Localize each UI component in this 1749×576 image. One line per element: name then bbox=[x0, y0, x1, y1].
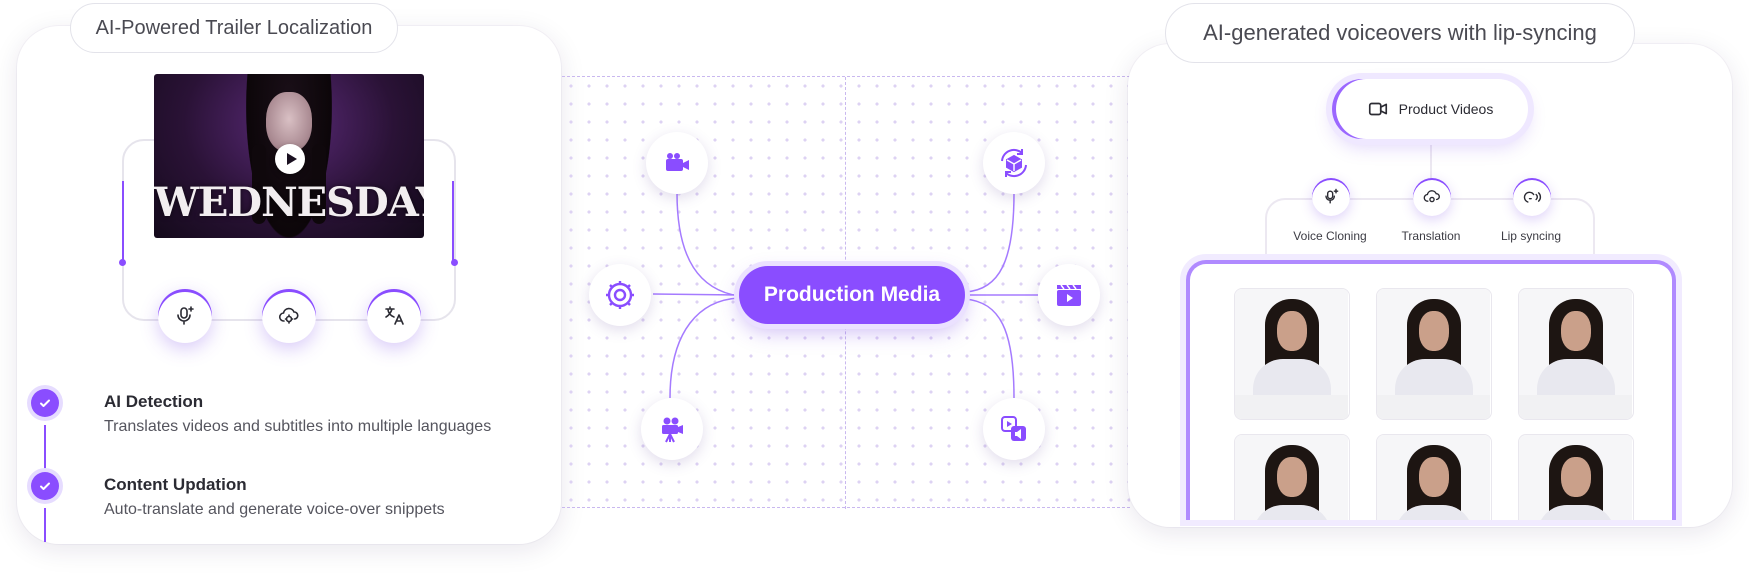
production-media-button[interactable]: Production Media bbox=[739, 266, 965, 324]
check-icon bbox=[31, 389, 59, 417]
check-icon bbox=[31, 472, 59, 500]
step-label-lip-syncing: Lip syncing bbox=[1500, 229, 1562, 243]
voice-clone-icon[interactable] bbox=[1312, 178, 1350, 216]
trailer-localization-title: AI-Powered Trailer Localization bbox=[70, 3, 398, 53]
movie-camera-icon[interactable] bbox=[641, 398, 703, 460]
thumbnail-braid bbox=[252, 144, 266, 224]
product-videos-label: Product Videos bbox=[1398, 101, 1494, 117]
step-label-voice-cloning: Voice Cloning bbox=[1293, 229, 1367, 243]
play-icon[interactable] bbox=[275, 144, 305, 174]
product-videos-pill[interactable]: Product Videos bbox=[1332, 79, 1528, 139]
thumbnail-braid bbox=[312, 144, 326, 224]
avatar-video-thumbnail[interactable] bbox=[1518, 434, 1634, 520]
feature-title: Content Updation bbox=[104, 475, 247, 494]
video-camera-icon bbox=[1368, 102, 1387, 116]
cloud-gear-icon[interactable] bbox=[1413, 178, 1451, 216]
feature-connector bbox=[44, 425, 46, 469]
tree-connector bbox=[1430, 139, 1432, 199]
lip-sync-icon[interactable] bbox=[1513, 178, 1551, 216]
avatar-video-thumbnail[interactable] bbox=[1376, 288, 1492, 420]
avatar-video-thumbnail[interactable] bbox=[1234, 434, 1350, 520]
clapper-play-icon[interactable] bbox=[1038, 264, 1100, 326]
translate-icon[interactable] bbox=[367, 289, 421, 343]
avatar-video-grid bbox=[1186, 260, 1676, 520]
media-megaphone-icon[interactable] bbox=[983, 398, 1045, 460]
step-label-translation: Translation bbox=[1401, 229, 1461, 243]
mic-sparkle-icon[interactable] bbox=[158, 289, 212, 343]
cloud-gear-icon[interactable] bbox=[262, 289, 316, 343]
feature-title: AI Detection bbox=[104, 392, 204, 411]
avatar-video-thumbnail[interactable] bbox=[1518, 288, 1634, 420]
thumbnail-title: WEDNESDAY bbox=[154, 179, 424, 226]
feature-connector bbox=[44, 508, 46, 542]
gear-icon[interactable] bbox=[589, 264, 651, 326]
feature-description: Translates videos and subtitles into mul… bbox=[104, 418, 492, 435]
cube-rotate-icon[interactable] bbox=[983, 132, 1045, 194]
voiceover-lipsync-title: AI-generated voiceovers with lip-syncing bbox=[1165, 3, 1635, 63]
feature-description: Auto-translate and generate voice-over s… bbox=[104, 501, 445, 518]
video-camera-icon[interactable] bbox=[646, 132, 708, 194]
avatar-video-thumbnail[interactable] bbox=[1376, 434, 1492, 520]
wednesday-trailer-thumbnail[interactable]: WEDNESDAY bbox=[154, 74, 424, 238]
thumbnail-face bbox=[266, 92, 312, 152]
avatar-video-thumbnail[interactable] bbox=[1234, 288, 1350, 420]
